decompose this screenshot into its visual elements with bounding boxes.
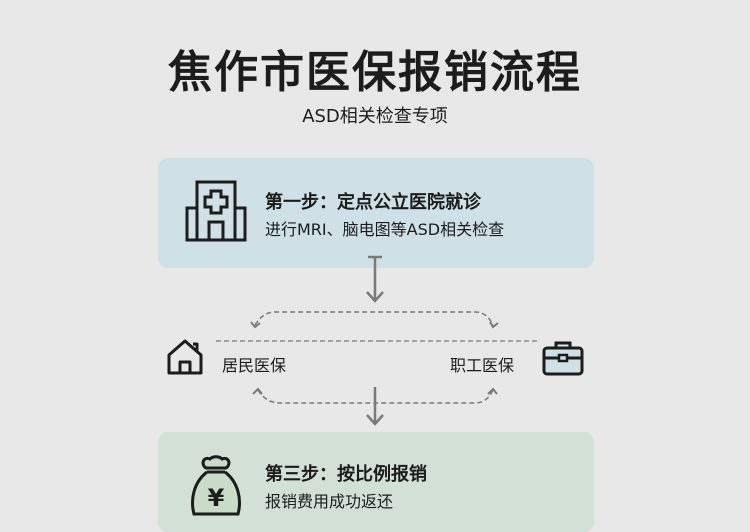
arrow-down-2 [366,387,384,426]
step1-title: 第一步：定点公立医院就诊 [265,192,481,213]
dashed-merge-bottom [257,389,494,404]
page-title: 焦作市医保报销流程 [168,47,582,98]
step3-title: 第三步：按比例报销 [265,464,427,485]
page-subtitle: ASD相关检查专项 [302,106,448,127]
house-icon [167,339,203,375]
step3-description: 报销费用成功返还 [265,492,394,511]
hospital-icon [185,180,247,242]
step1-card: 第一步：定点公立医院就诊 进行MRI、脑电图等ASD相关检查 [158,158,594,268]
arrow-down-1 [366,255,384,303]
step1-description: 进行MRI、脑电图等ASD相关检查 [265,220,505,239]
dashed-branch-top [254,311,494,326]
money-bag-icon: ¥ [191,455,241,516]
step3-card: ¥ 第三步：按比例报销 报销费用成功返还 [158,432,594,532]
employee-insurance-label: 职工医保 [450,356,515,375]
svg-text:¥: ¥ [208,484,225,512]
flow-arrows [216,255,539,426]
resident-insurance-label: 居民医保 [222,356,287,375]
briefcase-icon [542,341,584,376]
